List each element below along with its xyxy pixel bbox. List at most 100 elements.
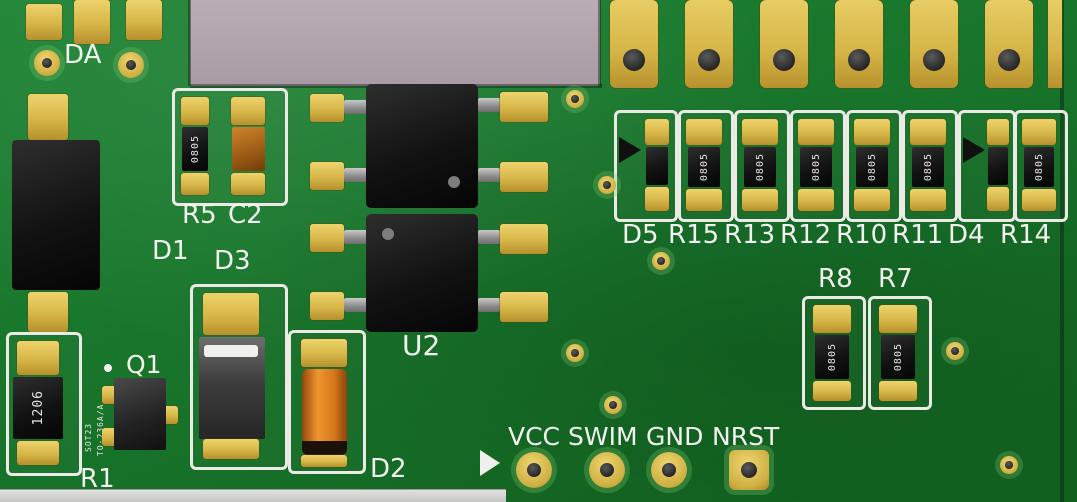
- smd-pad[interactable]: [301, 455, 347, 467]
- smd-pad[interactable]: [879, 305, 917, 333]
- resistor-body[interactable]: 0805: [744, 147, 776, 187]
- smd-pad[interactable]: [17, 341, 59, 375]
- silkscreen-label-d3: D3: [214, 246, 251, 276]
- connector-pad[interactable]: [985, 0, 1033, 88]
- connector-pad[interactable]: [1048, 0, 1062, 88]
- smd-pad[interactable]: [500, 224, 548, 254]
- smd-pad[interactable]: [1022, 189, 1056, 211]
- via[interactable]: [652, 252, 670, 270]
- optocoupler-u2b-body[interactable]: [366, 214, 478, 332]
- smd-pad[interactable]: [500, 292, 548, 322]
- resistor-r5-body[interactable]: 0805: [182, 127, 208, 171]
- via[interactable]: [598, 176, 616, 194]
- smd-pad[interactable]: [310, 162, 344, 190]
- smd-pad[interactable]: [28, 94, 68, 140]
- silkscreen-pin1-dot: [104, 364, 112, 372]
- resistor-body[interactable]: 0805: [800, 147, 832, 187]
- diode-d3-body[interactable]: [199, 337, 265, 439]
- smd-pad[interactable]: [231, 97, 265, 125]
- diode-body[interactable]: [988, 147, 1008, 185]
- smd-pad[interactable]: [310, 94, 344, 122]
- header-pad-nrst[interactable]: [729, 450, 769, 490]
- resistor-r13[interactable]: 0805: [734, 110, 790, 222]
- resistor-r1-body[interactable]: 1206: [13, 377, 63, 439]
- diode-d4[interactable]: [958, 110, 1016, 222]
- resistor-r8[interactable]: 0805: [802, 296, 866, 410]
- smd-pad[interactable]: [181, 173, 209, 195]
- through-hole-pad[interactable]: [118, 52, 144, 78]
- resistor-r10[interactable]: 0805: [846, 110, 902, 222]
- smd-pad[interactable]: [310, 292, 344, 320]
- smd-pad[interactable]: [164, 406, 178, 424]
- smd-pad[interactable]: [910, 189, 946, 211]
- resistor-r11[interactable]: 0805: [902, 110, 958, 222]
- connector-pad[interactable]: [835, 0, 883, 88]
- smd-pad[interactable]: [203, 293, 259, 335]
- resistor-r15[interactable]: 0805: [678, 110, 734, 222]
- resistor-body[interactable]: 0805: [881, 335, 915, 379]
- smd-pad[interactable]: [74, 0, 110, 44]
- smd-pad[interactable]: [742, 119, 778, 145]
- connector-pad[interactable]: [610, 0, 658, 88]
- smd-pad[interactable]: [28, 292, 68, 332]
- smd-pad[interactable]: [181, 97, 209, 125]
- smd-pad[interactable]: [310, 224, 344, 252]
- resistor-body[interactable]: 0805: [815, 335, 849, 379]
- smd-pad[interactable]: [1022, 119, 1056, 145]
- header-pad-vcc[interactable]: [516, 452, 552, 488]
- smd-pad[interactable]: [879, 381, 917, 401]
- silkscreen-label-r12: R12: [780, 220, 832, 250]
- drill-hole: [126, 60, 136, 70]
- header-pad-gnd[interactable]: [651, 452, 687, 488]
- via[interactable]: [604, 396, 622, 414]
- smd-pad[interactable]: [231, 173, 265, 195]
- smd-pad[interactable]: [798, 119, 834, 145]
- smd-pad[interactable]: [798, 189, 834, 211]
- smd-pad[interactable]: [203, 439, 259, 459]
- connector-pad[interactable]: [685, 0, 733, 88]
- diode-d2-body[interactable]: [302, 369, 347, 455]
- smd-pad[interactable]: [500, 162, 548, 192]
- diode-d5[interactable]: [614, 110, 678, 222]
- via[interactable]: [946, 342, 964, 360]
- through-hole-pad[interactable]: [34, 50, 60, 76]
- smd-pad[interactable]: [26, 4, 62, 40]
- resistor-body[interactable]: 0805: [912, 147, 944, 187]
- smd-pad[interactable]: [686, 119, 722, 145]
- transistor-q1-body[interactable]: [114, 378, 166, 450]
- smd-pad[interactable]: [987, 187, 1009, 211]
- via[interactable]: [566, 90, 584, 108]
- resistor-r7[interactable]: 0805: [868, 296, 932, 410]
- smd-pad[interactable]: [102, 428, 116, 446]
- smd-pad[interactable]: [854, 119, 890, 145]
- connector-pad[interactable]: [910, 0, 958, 88]
- smd-pad[interactable]: [813, 381, 851, 401]
- smd-pad[interactable]: [301, 339, 347, 367]
- diode-polarity-marker: [619, 137, 641, 163]
- smd-pad[interactable]: [910, 119, 946, 145]
- smd-pad[interactable]: [102, 386, 116, 404]
- resistor-r14[interactable]: 0805: [1014, 110, 1068, 222]
- capacitor-c2-body[interactable]: [232, 127, 265, 171]
- connector-pad[interactable]: [760, 0, 808, 88]
- smd-pad[interactable]: [500, 92, 548, 122]
- diode-body[interactable]: [646, 147, 668, 185]
- header-pad-swim[interactable]: [589, 452, 625, 488]
- smd-pad[interactable]: [854, 189, 890, 211]
- smd-pad[interactable]: [645, 119, 669, 145]
- smd-pad[interactable]: [645, 187, 669, 211]
- smd-pad[interactable]: [742, 189, 778, 211]
- via[interactable]: [566, 344, 584, 362]
- smd-pad[interactable]: [126, 0, 162, 40]
- resistor-body[interactable]: 0805: [1024, 147, 1054, 187]
- resistor-r12[interactable]: 0805: [790, 110, 846, 222]
- resistor-body[interactable]: 0805: [688, 147, 720, 187]
- optocoupler-u2a-body[interactable]: [366, 84, 478, 208]
- smd-pad[interactable]: [686, 189, 722, 211]
- smd-pad[interactable]: [987, 119, 1009, 145]
- smd-pad[interactable]: [813, 305, 851, 333]
- via[interactable]: [1000, 456, 1018, 474]
- resistor-body[interactable]: 0805: [856, 147, 888, 187]
- smd-pad[interactable]: [17, 441, 59, 465]
- diode-d1-body[interactable]: [12, 140, 100, 290]
